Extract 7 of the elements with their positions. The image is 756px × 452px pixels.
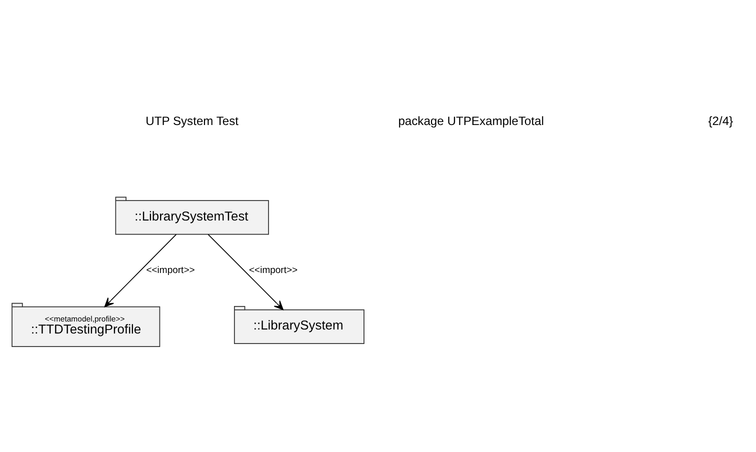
arrow: [208, 233, 284, 310]
edge-label: <<import>>: [248, 264, 298, 276]
arrow: [104, 233, 177, 307]
label: package UTPExampleTotal: [398, 114, 544, 128]
edge-label: <<import>>: [146, 264, 195, 276]
label: UTP System Test: [146, 114, 239, 128]
label: {2/4}: [708, 114, 734, 128]
